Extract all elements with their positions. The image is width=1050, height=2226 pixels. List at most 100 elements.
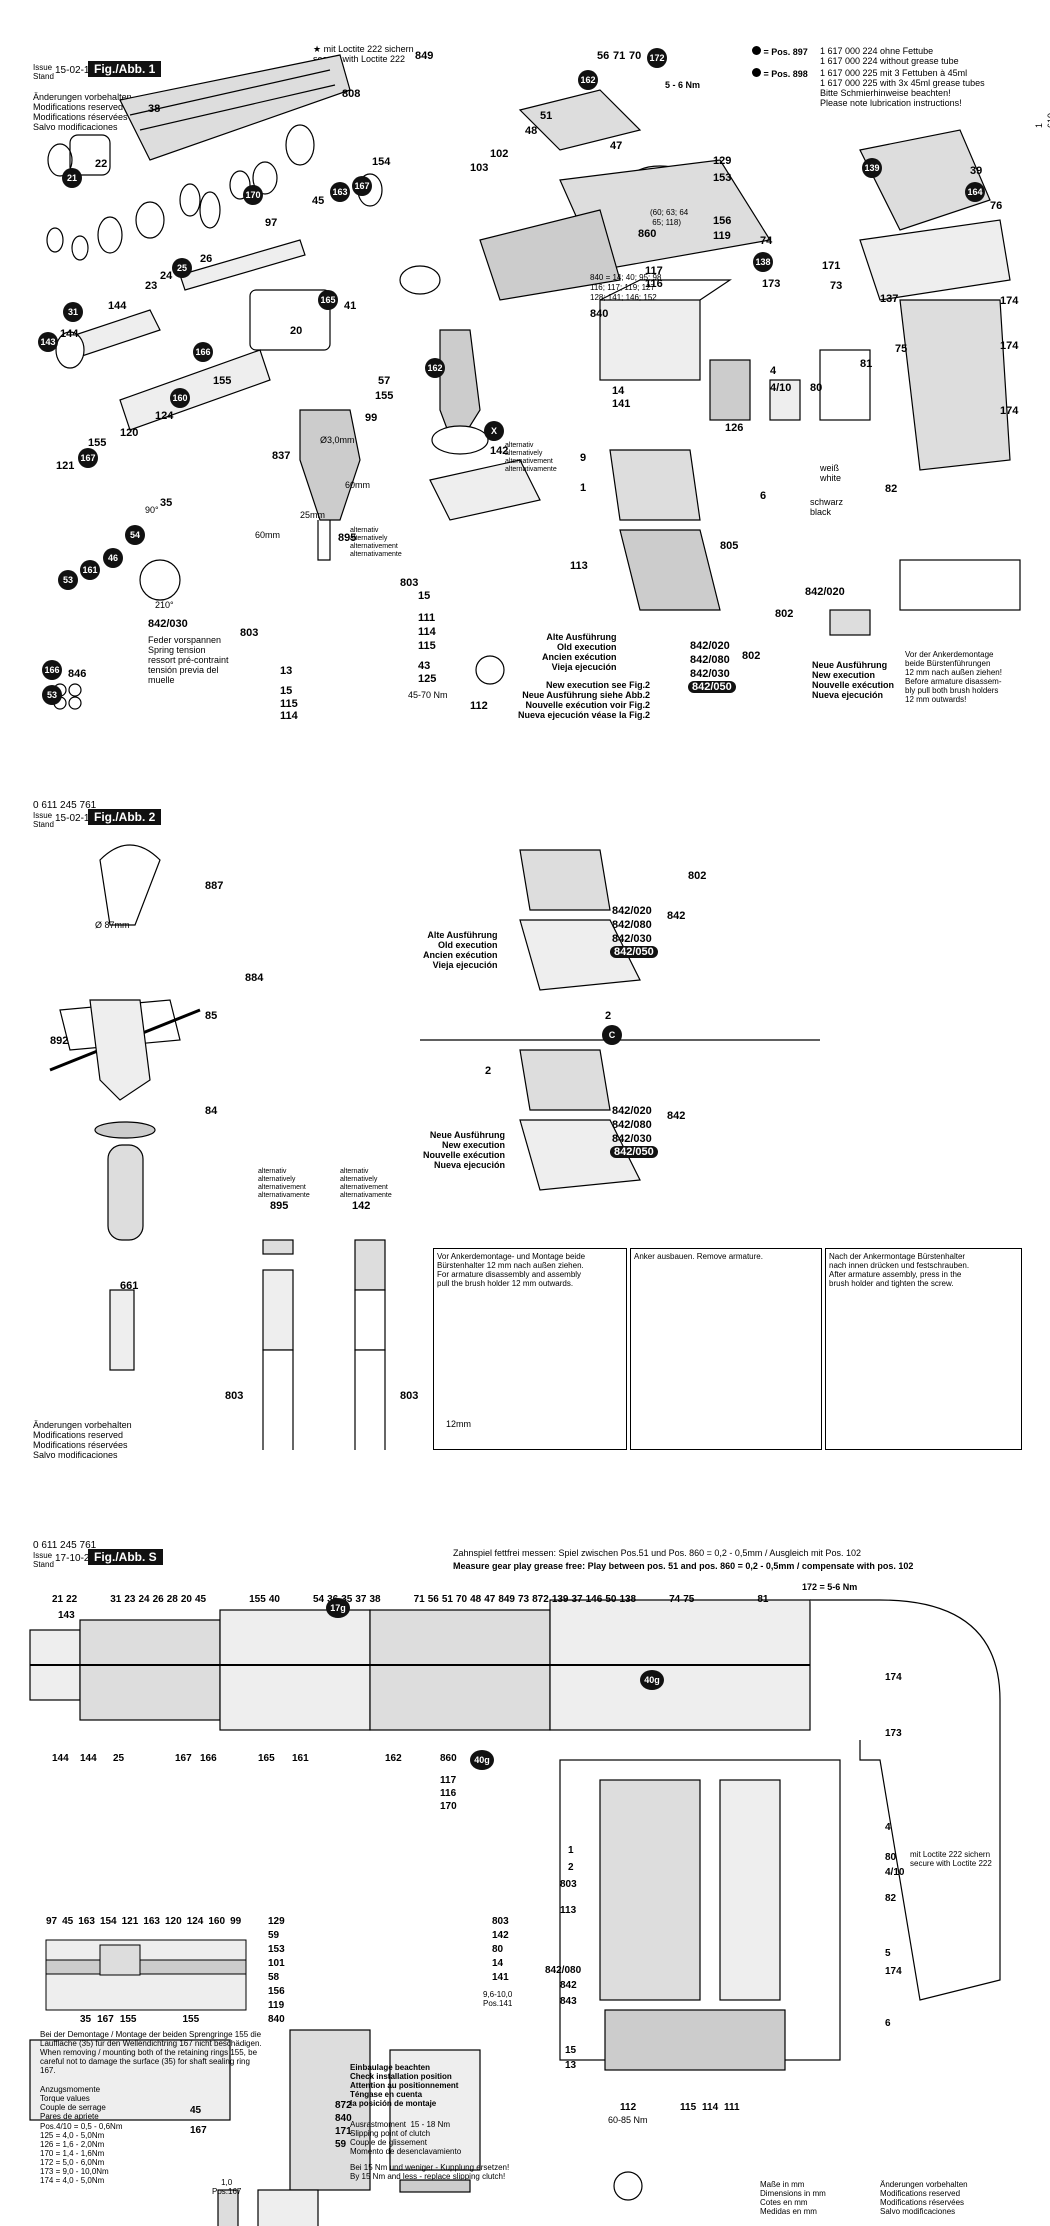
install-check: Einbaulage beachten Check installation p… xyxy=(350,2063,459,2108)
fig2-doc-number: 0 611 245 761 xyxy=(33,800,97,811)
part-label: 21 xyxy=(52,1594,64,1605)
part-label: 116 xyxy=(645,278,663,290)
part-label: 14 xyxy=(492,1958,504,1969)
part-label: 20 xyxy=(290,325,303,337)
dim-12: 12mm xyxy=(446,1419,472,1429)
part-label: 102 xyxy=(490,148,509,160)
part-label: 13 xyxy=(565,2060,577,2071)
part-label: 842/030 xyxy=(612,1133,652,1145)
part-label: 22 xyxy=(66,1594,78,1605)
part-label: 75 xyxy=(895,343,908,355)
part-label: 84 xyxy=(205,1105,218,1117)
part-label: 144 xyxy=(52,1753,69,1764)
part-label: 75 xyxy=(683,1594,695,1605)
part-label: 43 xyxy=(418,660,431,672)
part-label: 840 xyxy=(335,2113,352,2124)
part-label: 45 xyxy=(195,1594,207,1605)
note-line: Salvo modificaciones xyxy=(33,122,118,132)
part-label: 120 xyxy=(120,427,139,439)
part-label: 142 xyxy=(490,445,509,457)
part-label: 54 xyxy=(312,1594,325,1605)
part-label: 117 xyxy=(645,265,663,277)
part-label: 842/050 xyxy=(610,946,658,958)
part-label: 37 xyxy=(571,1594,583,1605)
part-label: 173 xyxy=(762,278,781,290)
part-badge: X xyxy=(484,421,504,441)
part-label: 167 xyxy=(97,2014,114,2025)
part-label: 887 xyxy=(205,880,224,892)
clutch-replace: Bei 15 Nm und weniger - Kupplung ersetze… xyxy=(350,2163,510,2181)
part-label: 70 xyxy=(455,1594,468,1605)
part-label: 113 xyxy=(560,1905,577,1916)
retaining-note: Bei der Demontage / Montage der beiden S… xyxy=(40,2030,262,2075)
part-label: 56 xyxy=(427,1594,439,1605)
dim-label: 60mm xyxy=(255,530,281,540)
part-badge: 53 xyxy=(58,570,78,590)
part-badge: 163 xyxy=(330,182,350,202)
part-label: 154 xyxy=(372,156,391,168)
part-label: 70 xyxy=(629,50,642,62)
fig1-issue-label: Issue Stand xyxy=(33,63,54,81)
alt-label: alternativ alternatively alternativement… xyxy=(340,1168,392,1199)
dim-label: 60mm xyxy=(345,480,371,490)
part-badge: 53 xyxy=(42,685,62,705)
part-label: 56 xyxy=(597,50,610,62)
dim-pos167: 1,0 Pos.167 xyxy=(212,2178,242,2196)
part-label: 803 xyxy=(225,1390,244,1402)
part-label: 35 xyxy=(341,1594,353,1605)
part-label: 161 xyxy=(292,1753,309,1764)
fig1-notes: Änderungen vorbehalten Modifications res… xyxy=(33,92,132,132)
part-label: 80 xyxy=(492,1944,504,1955)
note-line: Modifications reserved xyxy=(33,1430,124,1440)
old-exec-label: Alte Ausführung Old execution Ancien exé… xyxy=(542,632,617,672)
part-badge: 166 xyxy=(42,660,62,680)
part-label: 846 xyxy=(68,668,87,680)
fig2-notes: Änderungen vorbehalten Modifications res… xyxy=(33,1420,132,1460)
torque-172: 172 = 5-6 Nm xyxy=(802,1582,858,1592)
dim-label: Ø3,0mm xyxy=(320,435,355,445)
part-label: 121 xyxy=(121,1916,139,1927)
part-label: 842/080 xyxy=(690,654,730,666)
part-label: 45 xyxy=(312,195,325,207)
part-label: 76 xyxy=(990,200,1003,212)
part-label: 71 xyxy=(613,50,626,62)
part-badge: 31 xyxy=(63,302,83,322)
part-label: 174 xyxy=(1000,340,1019,352)
part-label: 58 xyxy=(268,1972,280,1983)
part-badge: 17g xyxy=(326,1598,350,1618)
brush-note: Vor der Ankerdemontage beide Bürstenführ… xyxy=(905,650,1002,704)
figS-top-parts: 21 22 31 23 24 26 28 20 45 155 40 54 36 … xyxy=(52,1595,992,1605)
part-label: 160 xyxy=(208,1916,226,1927)
part-badge: 40g xyxy=(640,1670,664,1690)
part-label: 137 xyxy=(880,293,899,305)
part-label: 14 xyxy=(612,385,625,397)
part-label: 171 xyxy=(822,260,841,272)
press-brush-box: Nach der Ankermontage Bürstenhalter nach… xyxy=(825,1248,1022,1450)
figS-issue-label: Issue Stand xyxy=(33,1551,54,1569)
part-label: 73 xyxy=(518,1594,530,1605)
part-label: 1 xyxy=(568,1845,574,1856)
part-label: 155 xyxy=(213,375,232,387)
part-label: 40 xyxy=(268,1594,280,1605)
dim-label: 25mm xyxy=(300,510,326,520)
pos898-label: = Pos. 898 xyxy=(763,69,808,79)
part-badge: 167 xyxy=(78,448,98,468)
part-label: 842 xyxy=(667,910,686,922)
part-label: 165 xyxy=(258,1753,275,1764)
figS-title: Fig./Abb. S xyxy=(88,1549,163,1565)
torque-title: Anzugsmomente Torque values Couple de se… xyxy=(40,2085,106,2121)
part-label: 74 xyxy=(760,235,773,247)
note-line: Modifications réservées xyxy=(33,112,128,122)
pos840-note: 840 = 14; 40; 95; 98 116; 117; 119; 127 … xyxy=(590,273,662,302)
torque-values: Pos.4/10 = 0,5 - 0,6Nm 125 = 4,0 - 5,0Nm… xyxy=(40,2122,123,2185)
dia-label: Ø 87mm xyxy=(95,920,130,930)
part-label: 112 xyxy=(470,700,488,712)
new-exec-label: Neue Ausführung New execution Nouvelle e… xyxy=(812,660,895,700)
part-label: 37 xyxy=(355,1594,367,1605)
part-label: 895 xyxy=(270,1200,289,1212)
part-label: 840 xyxy=(268,2014,285,2025)
part-badge: 143 xyxy=(38,332,58,352)
clutch-slip: Ausrastmoment 15 - 18 Nm Slipping point … xyxy=(350,2120,462,2156)
part-label: 842/030 xyxy=(148,618,188,630)
